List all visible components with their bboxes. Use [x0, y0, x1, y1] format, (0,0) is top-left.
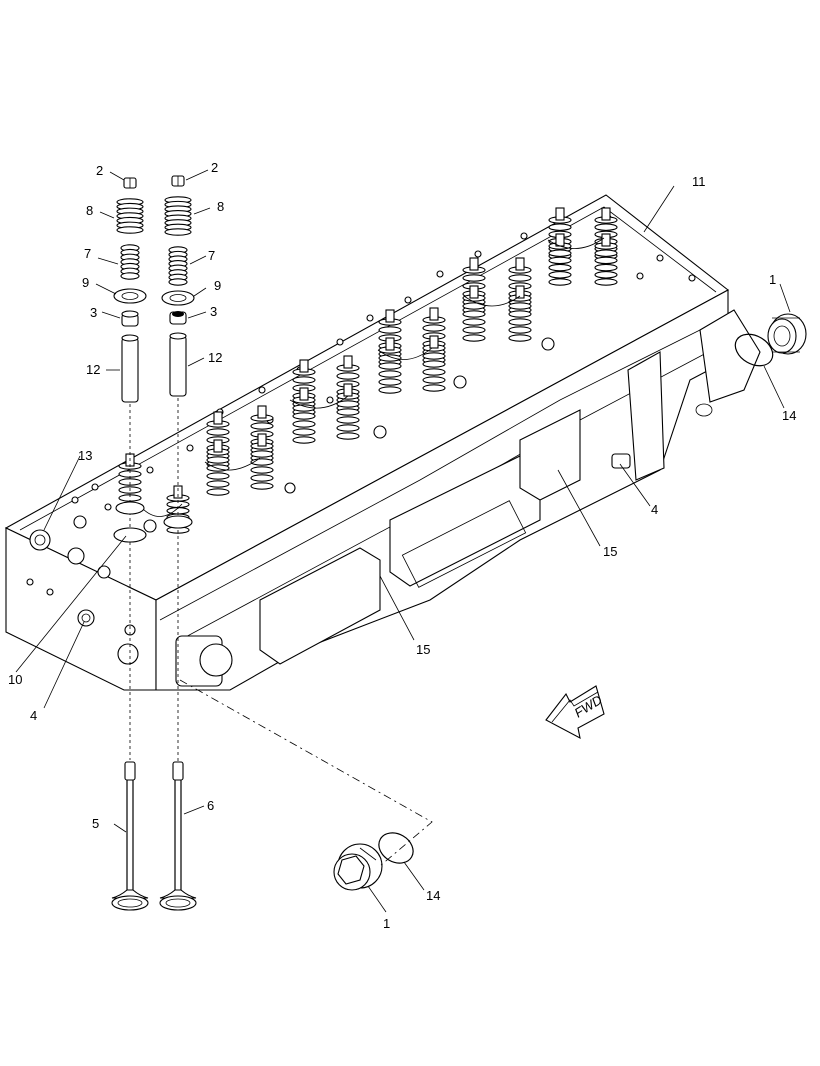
right-valve-stack — [159, 175, 197, 911]
callout-1-bottom: 1 — [383, 916, 390, 931]
spring-washer-right — [161, 290, 195, 306]
callout-13: 13 — [78, 448, 92, 463]
cylinder-head — [4, 194, 761, 691]
callout-7-right: 7 — [208, 248, 215, 263]
o-ring-bottom — [378, 832, 414, 864]
plug-bottom — [333, 843, 383, 891]
callout-4-left: 4 — [30, 708, 37, 723]
callout-14-top: 14 — [782, 408, 796, 423]
callout-3-right: 3 — [210, 304, 217, 319]
locator-lines — [179, 679, 433, 867]
left-valve-stack — [111, 177, 149, 911]
callout-9-right: 9 — [214, 278, 221, 293]
exhaust-valve — [159, 761, 197, 911]
intake-valve — [111, 761, 149, 911]
o-ring-top-right — [734, 333, 774, 367]
valve-seal-left — [121, 310, 139, 327]
callout-15-lower: 15 — [416, 642, 430, 657]
callout-11: 11 — [692, 174, 706, 189]
valve-keeper-right — [171, 175, 185, 187]
callout-5: 5 — [92, 816, 99, 831]
callout-labels: 1 1 2 2 3 3 4 4 5 6 7 7 8 8 9 9 10 11 12… — [8, 160, 796, 931]
forward-direction-arrow: FWD — [545, 685, 605, 740]
outer-spring-left — [116, 198, 144, 234]
valve-guide-left — [121, 334, 139, 403]
valve-seal-right — [169, 311, 187, 325]
inner-spring-right — [168, 246, 188, 286]
callout-2-left: 2 — [96, 163, 103, 178]
inner-spring-left — [120, 244, 140, 280]
callout-12-left: 12 — [86, 362, 100, 377]
installed-valve-front — [113, 501, 193, 543]
callout-6: 6 — [207, 798, 214, 813]
callout-3-left: 3 — [90, 305, 97, 320]
leader-lines — [15, 169, 791, 913]
callout-1-top: 1 — [769, 272, 776, 287]
callout-8-left: 8 — [86, 203, 93, 218]
callout-10: 10 — [8, 672, 22, 687]
callout-2-right: 2 — [211, 160, 218, 175]
deck-bolt-holes — [71, 214, 696, 533]
plug-top-right — [767, 313, 807, 355]
spring-washer-left — [113, 288, 147, 304]
callout-15-upper: 15 — [603, 544, 617, 559]
valve-keeper-left — [123, 177, 137, 189]
valve-guide-right — [169, 332, 187, 397]
outer-spring-right — [164, 196, 192, 236]
callout-14-bottom: 14 — [426, 888, 440, 903]
callout-12-right: 12 — [208, 350, 222, 365]
callout-8-right: 8 — [217, 199, 224, 214]
callout-4-right: 4 — [651, 502, 658, 517]
callout-7-left: 7 — [84, 246, 91, 261]
callout-9-left: 9 — [82, 275, 89, 290]
